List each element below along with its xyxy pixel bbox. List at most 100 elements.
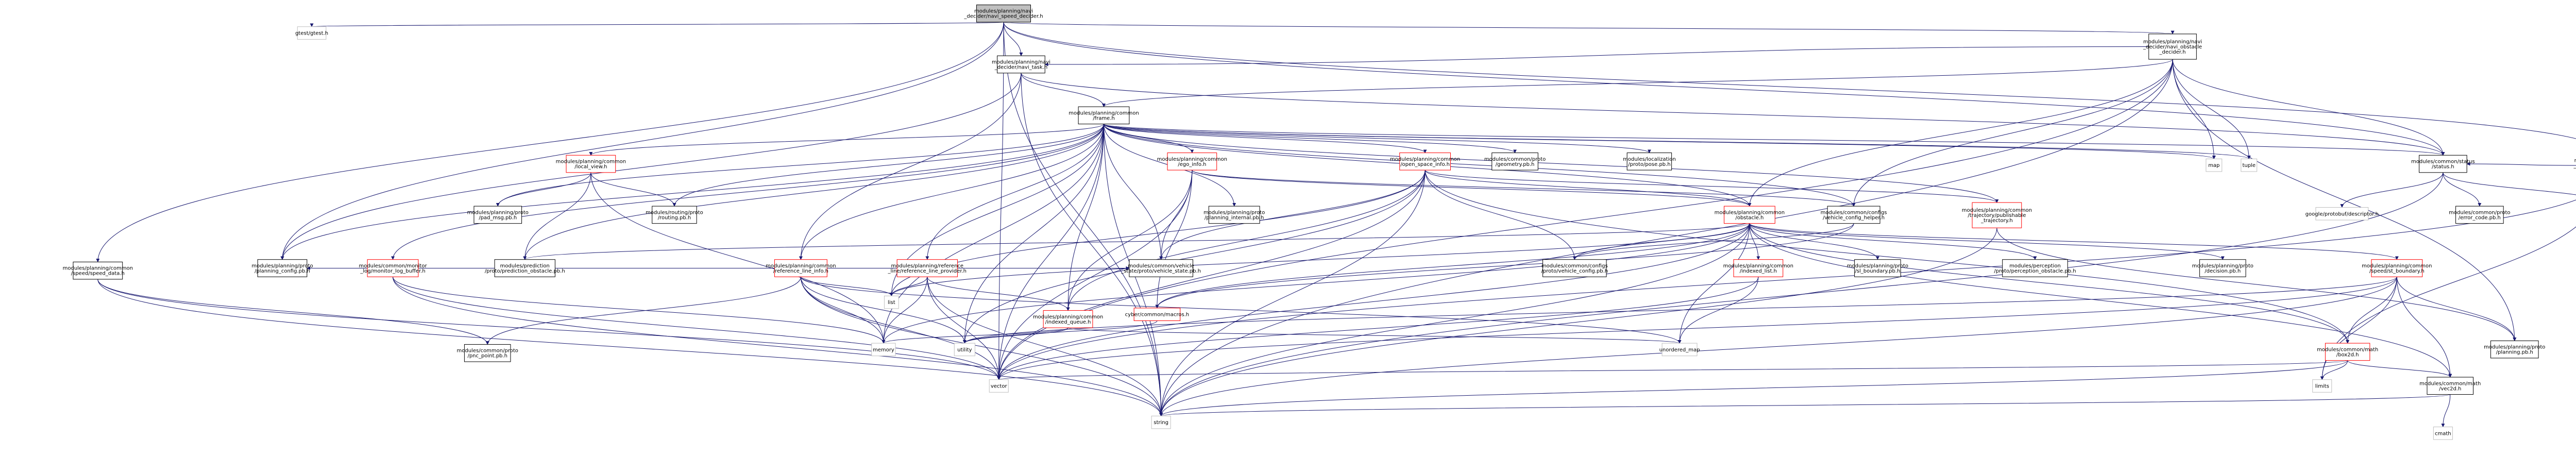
node-reference-line-info[interactable]: modules/planning/common/reference_line_i… [766, 259, 836, 277]
node-pad-msg[interactable]: modules/planning/proto/pad_msg.pb.h [467, 206, 529, 224]
node-memory[interactable]: memory [871, 343, 896, 357]
node-planning-config[interactable]: modules/planning/proto/planning_config.p… [251, 259, 313, 277]
node-root[interactable]: modules/planning/navi_decider/navi_speed… [963, 4, 1043, 23]
node-macros[interactable]: cyber/common/macros.h [1125, 308, 1189, 321]
node-pnc-point[interactable]: modules/common/proto/pnc_point.pb.h [457, 344, 518, 362]
edge-frame-to-open-space-info [1103, 124, 1427, 154]
node-label: modules/planning/common [1157, 157, 1227, 162]
edge-box2d-to-vector [997, 360, 2348, 380]
edge-open-space-info-to-indexed-queue [1066, 170, 1426, 311]
node-speed-data[interactable]: modules/planning/common/speed/speed_data… [63, 261, 133, 280]
edge-navi-obstacle-decider-to-navi-task [1044, 46, 2149, 66]
node-cmath[interactable]: cmath [2433, 427, 2453, 440]
node-utility[interactable]: utility [954, 343, 975, 357]
edge-root-to-string [1003, 22, 1163, 417]
node-label: modules/common/configs [1821, 210, 1887, 215]
node-sl-boundary[interactable]: modules/planning/proto/sl_boundary.pb.h [1847, 259, 1908, 277]
edge-navi-obstacle-decider-to-vehicle-config-helper [1852, 59, 2173, 207]
edge-obstacle-to-perception-obstacle [1749, 223, 2037, 260]
edge-obstacle-to-speed-st-boundary [1749, 223, 2399, 260]
node-navi-obstacle-decider[interactable]: modules/planning/navi_decider/navi_obsta… [2143, 33, 2202, 60]
node-label: /trajectory/publishable [1968, 213, 2026, 218]
node-indexed-queue[interactable]: modules/planning/common/indexed_queue.h [1033, 310, 1103, 328]
node-box [473, 206, 522, 224]
node-box [954, 343, 975, 357]
node-box [1626, 153, 1672, 171]
node-vehicle-config-helper[interactable]: modules/common/configs/vehicle_config_he… [1821, 206, 1887, 224]
edge-frame-to-log-buffer [391, 124, 1104, 260]
node-label: /reference_line_info.h [773, 268, 828, 274]
node-ego-info[interactable]: modules/planning/common/ego_info.h [1157, 153, 1227, 171]
node-box [1662, 343, 1698, 357]
node-log-buffer[interactable]: modules/common/monitor_log/monitor_log_b… [359, 259, 427, 277]
node-geometry-pb[interactable]: modules/common/proto/geometry.pb.h [1484, 153, 1546, 171]
node-box [2490, 340, 2539, 359]
edge-speed-data-to-pnc-point [97, 279, 489, 345]
node-routing-pb[interactable]: modules/routing/proto/routing.pb.h [646, 206, 703, 224]
node-vector[interactable]: vector [989, 379, 1009, 393]
node-label: google/protobuf/descriptor.h [2306, 211, 2379, 217]
edge-reference-line-provider-to-vector [927, 277, 1001, 380]
node-limits[interactable]: limits [2312, 379, 2332, 393]
node-label: modules/planning/common [766, 263, 836, 269]
edge-ego-info-to-macros [1155, 170, 1193, 309]
node-status[interactable]: modules/common/status/status.h [2411, 155, 2475, 173]
node-label: /local_view.h [574, 164, 607, 170]
node-vehicle-state-pb[interactable]: modules/common/vehicle_state/proto/vehic… [1121, 259, 1201, 277]
node-perception-obstacle[interactable]: modules/perception/proto/perception_obst… [1994, 259, 2076, 277]
node-prediction-obstacle[interactable]: modules/prediction/proto/prediction_obst… [485, 259, 565, 277]
node-obstacle[interactable]: modules/planning/common/obstacle.h [1715, 206, 1785, 224]
node-label: /pad_msg.pb.h [479, 215, 517, 221]
node-indexed-list[interactable]: modules/planning/common/indexed_list.h [1723, 259, 1793, 277]
node-box2d[interactable]: modules/common/math/box2d.h [2317, 343, 2378, 361]
node-label: modules/planning/common [1715, 210, 1785, 215]
node-reference-line-provider[interactable]: modules/planning/reference_line/referenc… [888, 259, 967, 277]
node-box [1078, 106, 1130, 125]
node-speed-st-boundary[interactable]: modules/planning/common/speed/st_boundar… [2362, 259, 2432, 277]
node-list[interactable]: list [884, 295, 899, 309]
node-unordered-map[interactable]: unordered_map [1659, 343, 1700, 357]
node-box [464, 344, 511, 362]
node-box [2241, 158, 2258, 172]
node-box [1492, 153, 1538, 171]
edge-speed-st-boundary-to-utility [963, 276, 2397, 344]
node-vec2d[interactable]: modules/common/math/vec2d.h [2419, 377, 2481, 395]
node-label: modules/planning/proto [2484, 345, 2545, 350]
edge-root-to-speed-data [96, 22, 1004, 263]
node-planning-internal[interactable]: modules/planning/proto/planning_internal… [1204, 206, 1265, 224]
node-label: _line/reference_line_provider.h [888, 268, 967, 274]
node-publishable-trajectory[interactable]: modules/planning/common/trajectory/publi… [1962, 202, 2032, 228]
edge-indexed-list-to-vector [997, 277, 1759, 380]
node-label: /planning.pb.h [2496, 350, 2533, 356]
node-tuple[interactable]: tuple [2241, 158, 2258, 172]
node-box [997, 55, 1045, 74]
edge-local-view-to-memory [590, 172, 886, 344]
node-label: string [1154, 420, 1168, 426]
node-label: vector [991, 384, 1008, 390]
node-label: modules/planning/proto [2192, 263, 2253, 269]
edge-box2d-to-limits [2320, 360, 2348, 380]
node-string[interactable]: string [1151, 415, 1171, 429]
edge-vec2d-to-string [1159, 394, 2451, 417]
node-navi-speed-ts-graph[interactable]: modules/planning/navi_decider/navi_speed… [2573, 153, 2576, 178]
node-gtest[interactable]: gtest/gtest.h [295, 26, 328, 40]
node-pose-pb[interactable]: modules/localization/proto/pose.pb.h [1623, 153, 1676, 171]
node-label: /vec2d.h [2439, 386, 2461, 392]
node-open-space-info[interactable]: modules/planning/common/open_space_info.… [1390, 153, 1460, 171]
node-error-code[interactable]: modules/common/proto/error_code.pb.h [2449, 206, 2511, 224]
edge-macros-to-utility [962, 320, 1158, 344]
edge-ego-info-to-indexed-queue [1066, 170, 1193, 311]
node-label: _decider/navi_task.h [994, 65, 1048, 71]
node-decision-pb[interactable]: modules/planning/proto/decision.pb.h [2192, 259, 2253, 277]
node-navi-task[interactable]: modules/planning/navi_decider/navi_task.… [992, 55, 1050, 74]
node-local-view[interactable]: modules/planning/common/local_view.h [556, 155, 626, 173]
node-frame[interactable]: modules/planning/common/frame.h [1069, 106, 1139, 125]
node-vehicle-config-pb[interactable]: modules/common/configs/proto/vehicle_con… [1541, 259, 1608, 277]
edge-navi-speed-ts-graph-to-limits [2320, 226, 2576, 380]
node-planning-pb[interactable]: modules/planning/proto/planning.pb.h [2484, 340, 2545, 359]
node-google-descriptor[interactable]: google/protobuf/descriptor.h [2306, 207, 2379, 221]
edge-reference-line-info-to-pnc-point [485, 277, 801, 345]
edge-vehicle-config-helper-to-macros [1155, 223, 1854, 309]
node-map[interactable]: map [2206, 158, 2223, 172]
edge-frame-to-publishable-trajectory [1103, 124, 1999, 203]
